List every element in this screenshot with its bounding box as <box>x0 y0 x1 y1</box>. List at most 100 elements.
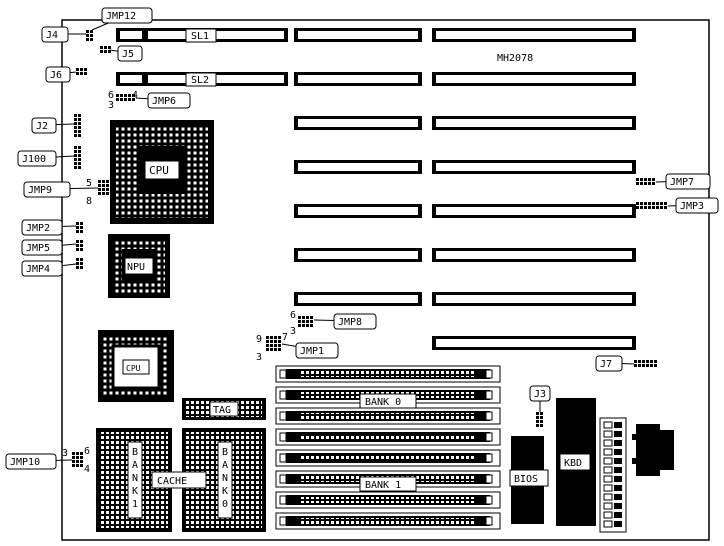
j7-pins <box>634 360 657 367</box>
kbd-chip: KBD <box>556 398 596 526</box>
bank1-label: BANK 1 <box>365 480 401 491</box>
j5-callout: J5 <box>109 45 143 62</box>
pin-number: 6 <box>290 310 296 321</box>
slot-col3-1 <box>432 72 636 86</box>
j100-pins <box>74 146 81 169</box>
jmp9-pins <box>98 180 109 195</box>
j4-label: J4 <box>46 30 58 41</box>
jumper-pin-blocks <box>72 30 667 467</box>
j100-callout: J100 <box>17 150 75 167</box>
jmp9-label: JMP9 <box>28 185 52 196</box>
jmp3-pins <box>636 202 667 209</box>
pin-number: 8 <box>86 196 92 207</box>
slot-col3-0 <box>432 28 636 42</box>
j2-pins <box>74 114 81 137</box>
vertical-letter: K <box>132 486 138 497</box>
j3-label: J3 <box>534 389 546 400</box>
cpu-label: CPU <box>149 164 169 177</box>
pin-number: 6 <box>84 446 90 457</box>
tag-label: TAG <box>213 405 231 416</box>
jumper-callouts: JMP12J4J5J6JMP6J2J100JMP9JMP2JMP5JMP4JMP… <box>5 7 719 475</box>
j100-label: J100 <box>22 154 46 165</box>
simm-socket <box>275 449 501 467</box>
simm-socket <box>275 491 501 509</box>
pin-number: 4 <box>110 198 116 209</box>
pin-number: 3 <box>62 448 68 459</box>
jmp4-callout: JMP4 <box>21 260 77 277</box>
vertical-letter: K <box>222 486 228 497</box>
j6-label: J6 <box>50 70 62 81</box>
simm-socket <box>275 512 501 530</box>
vertical-letter: N <box>222 473 228 484</box>
j4-pins <box>86 30 93 41</box>
kbd-label: KBD <box>564 458 582 469</box>
jmp8-label: JMP8 <box>338 317 362 328</box>
jmp7-callout: JMP7 <box>655 173 711 190</box>
pin-number: 5 <box>86 178 92 189</box>
vertical-letter: N <box>132 473 138 484</box>
cache-bank1-vertical-label: BANK 1 <box>132 447 138 510</box>
simm-socket <box>275 428 501 446</box>
sl1-label: SL1 <box>191 31 209 42</box>
j3-pins <box>536 412 543 427</box>
bank0-label: BANK 0 <box>365 397 401 408</box>
j6-pins <box>76 68 87 75</box>
sl2-label: SL2 <box>191 75 209 86</box>
j6-callout: J6 <box>45 66 77 83</box>
j3-callout: J3 <box>529 385 551 412</box>
jmp5-label: JMP5 <box>26 243 50 254</box>
vertical-letter: 1 <box>132 499 138 510</box>
bios-label: BIOS <box>514 474 538 485</box>
pin-number: 4 <box>84 464 90 475</box>
pin-number: 6 <box>108 90 114 101</box>
power-connector <box>599 417 627 533</box>
jmp5-callout: JMP5 <box>21 239 77 256</box>
jmp8-callout: JMP8 <box>313 313 377 330</box>
slot-col2-1 <box>294 72 422 86</box>
j7-label: J7 <box>600 359 612 370</box>
jmp1-pins <box>266 336 281 351</box>
vertical-letter: A <box>132 460 138 471</box>
sl2-label-box <box>185 72 217 87</box>
jmp9-callout: JMP9 <box>23 181 99 198</box>
vertical-letter: 0 <box>222 499 228 510</box>
jmp1-callout: JMP1 <box>281 342 339 359</box>
npu-socket: NPU <box>108 234 170 298</box>
cache-label: CACHE <box>157 476 187 487</box>
sl1-label-box <box>185 28 217 43</box>
pin-number: 7 <box>282 332 288 343</box>
jmp2-label: JMP2 <box>26 223 50 234</box>
slot-col2-2 <box>294 116 422 130</box>
cpu-socket: CPU <box>110 120 214 224</box>
jmp1-label: JMP1 <box>300 346 324 357</box>
slot-col3-2 <box>432 116 636 130</box>
tag-chip: TAG <box>182 398 266 420</box>
vertical-letter: B <box>132 447 138 458</box>
npu-label: NPU <box>127 262 145 273</box>
model-label: MH2078 <box>497 53 533 64</box>
j5-pins <box>100 46 111 53</box>
bank1-label-box <box>359 476 417 492</box>
jmp5-pins <box>76 240 83 251</box>
jmp7-pins <box>636 178 655 185</box>
jmp4-pins <box>76 258 83 269</box>
pin-number: 3 <box>256 352 262 363</box>
slot-col3-6 <box>432 292 636 306</box>
pin-number: 3 <box>108 100 114 111</box>
jmp6-callout: JMP6 <box>135 92 191 109</box>
slot-col2-6 <box>294 292 422 306</box>
jmp7-label: JMP7 <box>670 177 694 188</box>
bank0-label-box <box>359 393 417 409</box>
vertical-letter: B <box>222 447 228 458</box>
jmp8-pins <box>298 316 313 327</box>
jmp6-label: JMP6 <box>152 96 176 107</box>
j2-callout: J2 <box>31 117 75 134</box>
jmp3-callout: JMP3 <box>667 197 719 214</box>
simm-socket <box>275 365 501 383</box>
slot-col2-4 <box>294 204 422 218</box>
jmp12-label: JMP12 <box>106 11 136 22</box>
j5-label: J5 <box>122 49 134 60</box>
jmp10-pins <box>72 452 83 467</box>
